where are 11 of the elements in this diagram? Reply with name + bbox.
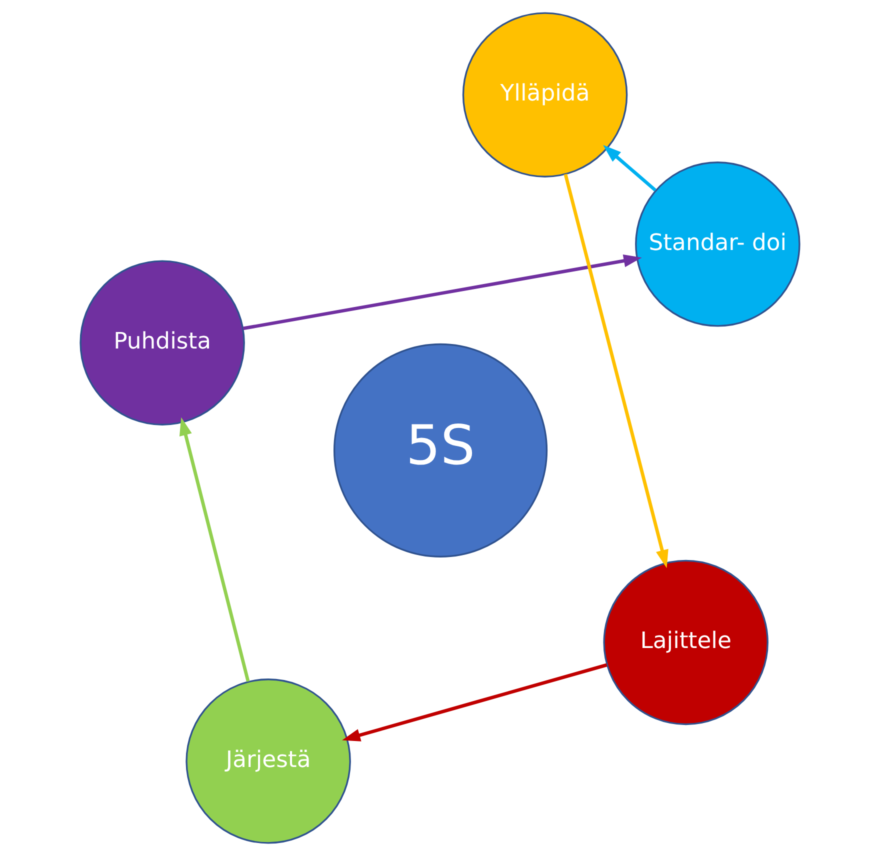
arrow	[178, 417, 250, 682]
node-circle: 5S	[332, 343, 548, 558]
node-circle: Ylläpidä	[462, 12, 628, 178]
node-circle: Puhdista	[79, 260, 244, 426]
arrow	[242, 254, 642, 330]
arrow	[342, 663, 607, 742]
node-circle: Järjestä	[185, 678, 350, 844]
node-circle: Lajittele	[602, 560, 768, 726]
arrow	[563, 174, 668, 568]
arrow	[602, 145, 656, 192]
node-circle: Standar- doi	[634, 162, 800, 327]
